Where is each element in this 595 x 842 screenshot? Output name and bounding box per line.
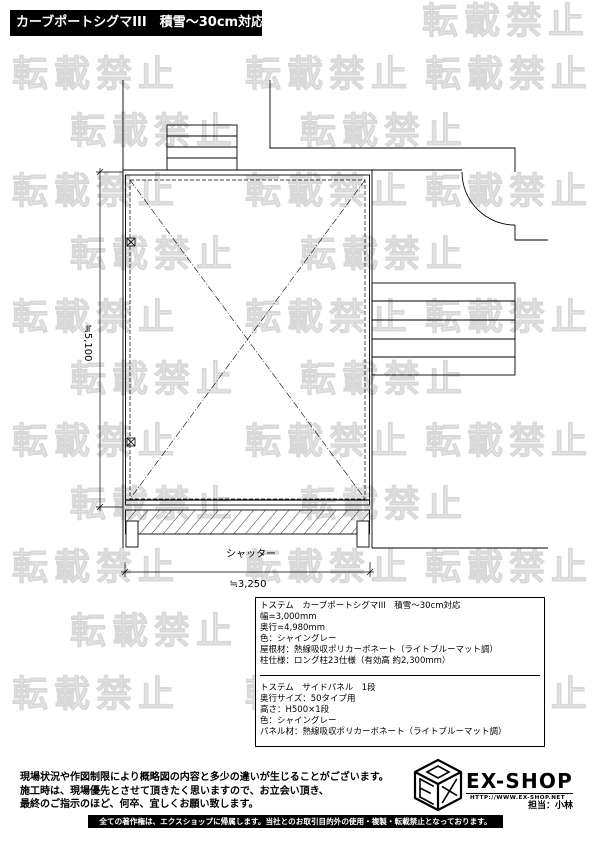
spec-line: 屋根材：熱線吸収ポリカーボネート（ライトブルーマット調）	[260, 645, 499, 655]
width-dimension-label: ≒3,250	[229, 579, 266, 590]
watermark-text: 転載禁止	[12, 171, 181, 212]
watermark-text: 転載禁止	[425, 54, 594, 95]
dimension-tick	[96, 168, 104, 176]
brand-name: EX-SHOP	[466, 769, 573, 793]
width-dimension	[121, 562, 374, 577]
watermark-text: 転載禁止	[12, 421, 181, 462]
brand-underline	[466, 793, 573, 794]
page-title: カーブポートシグマIII 積雪～30cm対応	[10, 10, 262, 36]
steps-outline	[166, 124, 238, 171]
post-marker-box	[126, 237, 136, 247]
spec-line: 奥行サイズ：50タイプ用	[260, 694, 356, 704]
note-line: 施工時は、現場優先とさせて頂きたく思いますので、お立会い頂き、	[20, 785, 329, 797]
watermark-text: 転載禁止	[245, 54, 414, 95]
post-marker-box	[126, 437, 136, 447]
spec-line: 色：シャイングレー	[260, 634, 337, 644]
dimension-tick	[366, 568, 374, 576]
watermark-text: 転載禁止	[70, 234, 239, 275]
watermark-text: 転載禁止	[425, 421, 594, 462]
watermark-text: 転載禁止	[70, 611, 239, 652]
watermark-text: 転載禁止	[300, 111, 469, 152]
depth-dimension-label: ≒5,100	[82, 324, 93, 361]
watermark-text: 転載禁止	[12, 547, 181, 588]
watermark-text: 転載禁止	[245, 171, 414, 212]
dimension-tick	[121, 568, 129, 576]
watermark-text: 転載禁止	[422, 1, 591, 42]
watermark-text: 転載禁止	[12, 674, 181, 715]
watermark-text: 転載禁止	[300, 359, 469, 400]
watermark-text: 転載禁止	[12, 54, 181, 95]
post-marker-cross	[126, 237, 136, 247]
entrance-steps-top	[166, 124, 238, 171]
watermark-text: 転載禁止	[245, 421, 414, 462]
dimension-tick	[96, 503, 104, 511]
site-plan-drawing: シャッター ≒5,100 ≒3,250	[82, 80, 548, 590]
disclaimer-notes: 現場状況や作図制限により概略図の内容と多少の違いが生じることがございます。 施工…	[20, 771, 389, 812]
watermark-text: 転載禁止	[70, 359, 239, 400]
cube-letter-stroke	[418, 777, 435, 788]
watermark-text: 転載禁止	[425, 547, 594, 588]
spec-line: 柱仕様：ロング柱23仕様（有効高 約2,300mm）	[260, 656, 451, 666]
ex-shop-cube-logo-icon	[413, 758, 463, 812]
cube-letter-stroke	[418, 786, 432, 795]
watermark-text: 転載禁止	[425, 297, 594, 338]
door-swing-arc	[461, 171, 516, 226]
carport-roof-outline	[125, 174, 370, 506]
watermark-text: 転載禁止	[300, 234, 469, 275]
cube-letter-stroke	[441, 778, 458, 804]
house-wall-side	[514, 225, 548, 241]
entrance-steps-right	[371, 282, 516, 376]
watermark-text: 転載禁止	[245, 547, 414, 588]
cube-top-mark	[425, 765, 451, 779]
post-marker-cross	[126, 437, 136, 447]
spec-line: トステム カーブポートシグマIII 積雪～30cm対応	[260, 601, 461, 611]
house-wall-upper	[269, 80, 516, 172]
building-outline	[122, 80, 548, 549]
depth-dimension	[96, 168, 123, 511]
shutter	[125, 509, 370, 548]
cube-letter-stroke	[418, 795, 435, 806]
spec-line: 高さ：H500×1段	[260, 705, 330, 715]
watermark-text: 転載禁止	[12, 297, 181, 338]
carport-roof-inner-line	[129, 179, 366, 500]
watermark-text: 転載禁止	[245, 297, 414, 338]
spec-line: 色：シャイングレー	[260, 716, 337, 726]
watermark-text: 転載禁止	[425, 171, 594, 212]
spec-line: 幅=3,000mm	[260, 612, 317, 622]
spec-line: トステム サイドパネル 1段	[260, 683, 376, 693]
spec-box: トステム カーブポートシグマIII 積雪～30cm対応 幅=3,000mm 奥行…	[255, 597, 545, 747]
shutter-post-left	[125, 520, 139, 548]
shutter-box-hatched	[125, 509, 370, 535]
staff-name: 担当：小林	[527, 801, 573, 811]
watermark-text: 転載禁止	[70, 111, 239, 152]
post-marker	[126, 237, 136, 247]
spec-divider	[260, 675, 540, 676]
note-line: 現場状況や作図制限により概略図の内容と多少の違いが生じることがございます。	[20, 772, 389, 783]
steps-outline	[371, 282, 516, 376]
shutter-post-right	[356, 520, 370, 548]
roof-diagonal	[129, 179, 366, 500]
shutter-label: シャッター	[226, 548, 276, 560]
spec-line: パネル材：熱線吸収ポリカーボネート（ライトブルーマット調）	[260, 727, 507, 737]
brand-url: HTTP://WWW.EX-SHOP.NET	[470, 795, 566, 801]
post-marker	[126, 437, 136, 447]
carport	[125, 174, 370, 506]
spec-line: 奥行=4,980mm	[260, 623, 326, 633]
note-line: 最終のご指示のほど、何卒、宜しくお願い致します。	[20, 799, 259, 810]
copyright-footer: 全ての著作権は、エクスショップに帰属します。当社とのお取引目的外の使用・複製・転…	[88, 815, 503, 828]
